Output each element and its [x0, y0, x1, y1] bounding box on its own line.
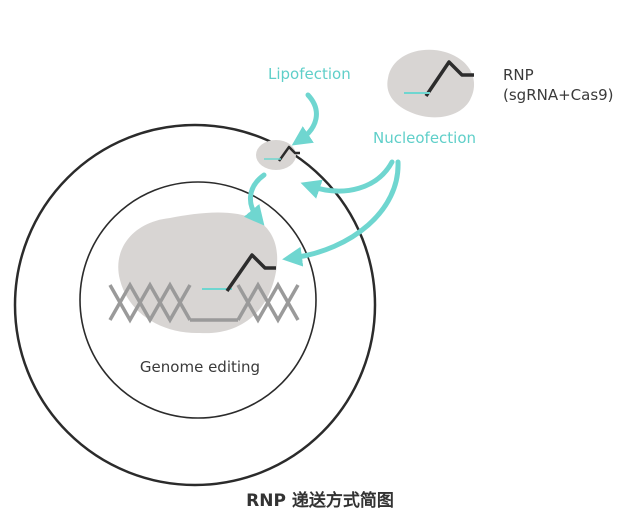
- cell-membrane: [13, 123, 377, 487]
- figure-caption: RNP 递送方式简图: [246, 491, 394, 511]
- lipofection-arrow: [291, 92, 319, 146]
- nucleofection-label: Nucleofection: [373, 129, 476, 147]
- cas9-shape-cytoplasm: [277, 145, 300, 162]
- lipofection-label: Lipofection: [268, 65, 351, 83]
- nucleofection-arrow-cytoplasm: [300, 159, 395, 199]
- rnp-blob-cytoplasm: [256, 140, 296, 170]
- rnp-blob-outside: [387, 49, 475, 118]
- rnp-components-label: (sgRNA+Cas9): [503, 86, 614, 104]
- rnp-cytoplasm: [256, 140, 300, 170]
- genome-editing-label: Genome editing: [140, 358, 260, 376]
- dna-helix: [108, 281, 300, 324]
- nucleus-membrane: [79, 181, 317, 419]
- rnp-outside: [387, 49, 475, 118]
- cytoplasm-to-nucleus-arrow: [243, 172, 267, 226]
- cas9-shape-outside: [424, 60, 474, 97]
- nucleofection-arrow-nucleus: [282, 159, 401, 267]
- rnp-label: RNP: [503, 66, 534, 84]
- cas9-shape-nucleus: [225, 253, 276, 292]
